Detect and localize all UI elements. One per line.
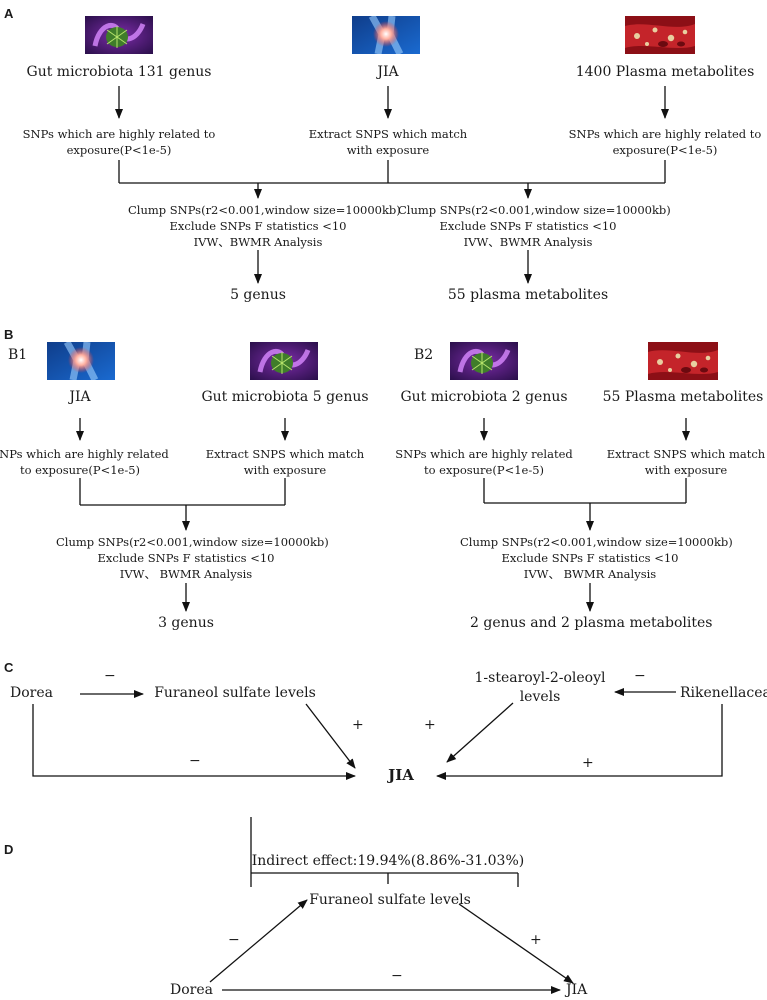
d-dorea: Dorea: [170, 982, 213, 998]
b1-label: B1: [8, 347, 28, 363]
b1-right-note-line1: Extract SNPS which match: [205, 447, 365, 461]
a-clump-right-line3: IVW、BWMR Analysis: [463, 235, 593, 249]
c-sign-rik-jia: +: [582, 755, 594, 771]
a-result-left: 5 genus: [230, 287, 286, 303]
panel-c-label: C: [4, 660, 14, 675]
a-right-note: SNPs which are highly related to exposur…: [545, 126, 767, 158]
b2-clump: Clump SNPs(r2<0.001,window size=10000kb)…: [460, 534, 733, 582]
a-left-note-line1: SNPs which are highly related to: [22, 127, 216, 141]
b2-result: 2 genus and 2 plasma metabolites: [470, 615, 713, 631]
d-furaneol: Furaneol sulfate levels: [309, 892, 471, 908]
d-indirect-effect: Indirect effect:19.94%(8.86%-31.03%): [251, 853, 525, 869]
a-clump-left-line1: Clump SNPs(r2<0.001,window size=10000kb): [128, 203, 401, 217]
b2-left-note: SNPs which are highly related to exposur…: [394, 446, 574, 478]
plasma-blood-image: [625, 16, 695, 54]
a-clump-left: Clump SNPs(r2<0.001,window size=10000kb)…: [128, 202, 401, 250]
a-mid-note-line2: with exposure: [346, 143, 430, 157]
d-sign-dorea-furaneol: −: [228, 932, 240, 948]
arrow-d-furaneol-jia: [458, 903, 574, 984]
b1-clump-line2: Exclude SNPs F statistics <10: [97, 551, 275, 565]
b1-left-note: SNPs which are highly related to exposur…: [0, 446, 170, 478]
arrow-d-dorea-furaneol: [209, 899, 308, 983]
a-clump-right: Clump SNPs(r2<0.001,window size=10000kb)…: [398, 202, 671, 250]
panel-b-label: B: [4, 327, 14, 342]
b2-left-note-line2: to exposure(P<1e-5): [423, 463, 545, 477]
a-clump-left-line2: Exclude SNPs F statistics <10: [169, 219, 347, 233]
b2-left-title: Gut microbiota 2 genus: [400, 389, 568, 405]
a-mid-note-line1: Extract SNPS which match: [308, 127, 468, 141]
c-sign-dorea-jia: −: [189, 753, 201, 769]
c-dorea: Dorea: [10, 685, 53, 701]
d-jia: JIA: [566, 982, 588, 998]
b2-right-note-line2: with exposure: [644, 463, 728, 477]
c-sign-stearoyl-jia: +: [424, 717, 436, 733]
c-furaneol: Furaneol sulfate levels: [154, 685, 316, 701]
a-right-note-line2: exposure(P<1e-5): [612, 143, 718, 157]
b2-clump-line2: Exclude SNPs F statistics <10: [501, 551, 679, 565]
panel-d-label: D: [4, 842, 14, 857]
jia-joint-image: [352, 16, 420, 54]
a-result-right: 55 plasma metabolites: [447, 287, 609, 303]
b2-right-note: Extract SNPS which match with exposure: [596, 446, 767, 478]
gut-microbiota-image: [250, 342, 318, 380]
b2-clump-line3: IVW、 BWMR Analysis: [523, 567, 657, 581]
b1-clump: Clump SNPs(r2<0.001,window size=10000kb)…: [56, 534, 329, 582]
b1-left-title: JIA: [69, 389, 91, 405]
b1-clump-line1: Clump SNPs(r2<0.001,window size=10000kb): [56, 535, 329, 549]
a-right-title: 1400 Plasma metabolites: [575, 64, 755, 80]
d-sign-furaneol-jia: +: [530, 932, 542, 948]
a-clump-right-line2: Exclude SNPs F statistics <10: [439, 219, 617, 233]
c-sign-dorea-furaneol: −: [104, 668, 116, 684]
b1-right-note-line2: with exposure: [243, 463, 327, 477]
arrow-c-stearoyl-jia: [446, 702, 514, 763]
arrow-c-rik-jia: [436, 704, 723, 780]
c-stearoyl-line1: 1-stearoyl-2-oleoyl: [474, 670, 606, 686]
a-mid-note: Extract SNPS which match with exposure: [288, 126, 488, 158]
b1-clump-line3: IVW、 BWMR Analysis: [119, 567, 253, 581]
gut-microbiota-image: [450, 342, 518, 380]
b2-clump-line1: Clump SNPs(r2<0.001,window size=10000kb): [460, 535, 733, 549]
gut-microbiota-image: [85, 16, 153, 54]
b2-right-note-line1: Extract SNPS which match: [606, 447, 766, 461]
a-mid-title: JIA: [377, 64, 399, 80]
b2-right-title: 55 Plasma metabolites: [602, 389, 764, 405]
b1-right-title: Gut microbiota 5 genus: [201, 389, 369, 405]
arrow-c-dorea-jia: [32, 704, 356, 780]
b1-result: 3 genus: [158, 615, 214, 631]
b2-label: B2: [414, 347, 434, 363]
c-rikenellaceae: Rikenellaceae: [680, 685, 767, 701]
jia-joint-image: [47, 342, 115, 380]
c-jia: JIA: [388, 766, 414, 784]
b1-right-note: Extract SNPS which match with exposure: [195, 446, 375, 478]
c-stearoyl-line2: levels: [519, 689, 561, 705]
c-sign-rik-stearoyl: −: [634, 668, 646, 684]
plasma-blood-image: [648, 342, 718, 380]
c-stearoyl: 1-stearoyl-2-oleoyl levels: [470, 669, 610, 707]
a-clump-left-line3: IVW、BWMR Analysis: [193, 235, 323, 249]
a-clump-right-line1: Clump SNPs(r2<0.001,window size=10000kb): [398, 203, 671, 217]
b1-left-note-line2: to exposure(P<1e-5): [19, 463, 141, 477]
c-sign-furaneol-jia: +: [352, 717, 364, 733]
arrow-c-furaneol-jia: [305, 703, 356, 769]
d-sign-dorea-jia: −: [391, 968, 403, 984]
b2-left-note-line1: SNPs which are highly related: [395, 447, 573, 461]
a-right-note-line1: SNPs which are highly related to: [568, 127, 762, 141]
a-left-note-line2: exposure(P<1e-5): [66, 143, 172, 157]
panel-a-label: A: [4, 6, 14, 21]
b1-left-note-line1: SNPs which are highly related: [0, 447, 169, 461]
a-left-note: SNPs which are highly related to exposur…: [0, 126, 239, 158]
a-left-title: Gut microbiota 131 genus: [26, 64, 212, 80]
